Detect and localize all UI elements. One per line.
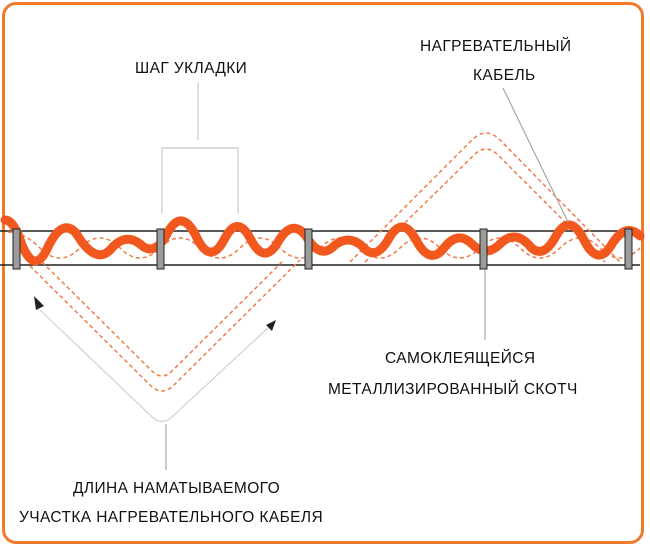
tape-clip — [156, 228, 165, 270]
tape-label-line1: САМОКЛЕЯЩЕЙСЯ — [385, 350, 536, 367]
tape-clips — [12, 228, 633, 270]
heating-cable — [0, 215, 645, 266]
pipe — [0, 230, 640, 266]
orange-rounded-frame — [2, 2, 644, 544]
dashed-cable-upper-loop — [349, 132, 621, 263]
tape-clip — [12, 228, 21, 270]
laying-pitch-label: ШАГ УКЛАДКИ — [135, 60, 248, 77]
tape-clip — [304, 228, 313, 270]
heating-cable-label-line1: НАГРЕВАТЕЛЬНЫЙ — [420, 38, 572, 55]
length-bracket — [34, 296, 276, 470]
length-label-line1: ДЛИНА НАМАТЫВАЕМОГО — [73, 480, 281, 497]
length-label-line2: УЧАСТКА НАГРЕВАТЕЛЬНОГО КАБЕЛЯ — [19, 509, 324, 526]
tape-clip — [479, 228, 488, 270]
heating-cable-label-line2: КАБЕЛЬ — [473, 67, 536, 84]
heating-cable-leader — [502, 87, 569, 223]
tape-label-line2: МЕТАЛЛИЗИРОВАННЫЙ СКОТЧ — [328, 381, 578, 398]
dashed-cable-lower-loop — [29, 259, 301, 392]
arrow-head-right — [266, 320, 276, 331]
arrow-head-left — [34, 296, 44, 310]
tape-clip — [624, 228, 633, 270]
pitch-bracket — [161, 82, 239, 214]
